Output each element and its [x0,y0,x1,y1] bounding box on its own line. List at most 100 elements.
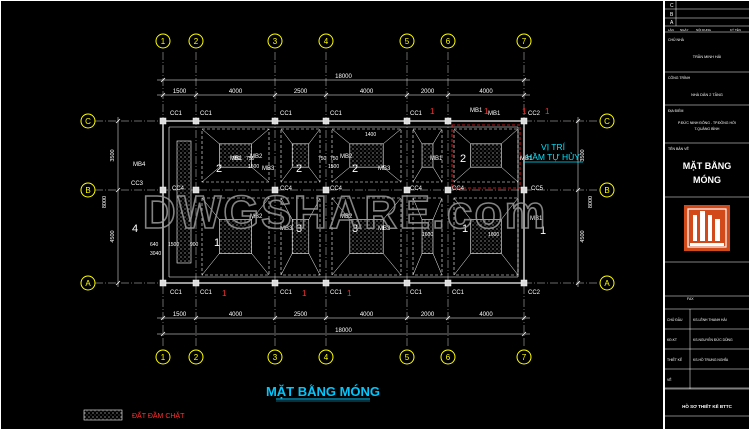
dim-tick [272,92,278,98]
staff-role: THIẾT KẾ [667,357,683,362]
column-marker [271,186,279,194]
column-marker [271,279,279,287]
beam-label: MB1 [430,156,443,162]
grid-bubble-top-circle [440,33,456,49]
pad-slope [432,128,443,144]
dim-tick [404,315,410,321]
grid-bubble-bottom-label: 1 [161,353,166,362]
footing-label: CC1 [410,290,423,296]
dim-label: 2500 [294,312,308,318]
beam-label: MB1 [520,156,533,162]
column-marker [192,279,200,287]
beam-label: MB2 [340,154,353,160]
beam-label: MB3 [280,226,293,232]
sheet-name-line-2: MÓNG [693,174,721,185]
hatched-footing-core [470,219,502,254]
dim-tick [193,92,199,98]
grid-bubble-bottom-label: 2 [194,353,199,362]
dim-tick [521,92,527,98]
hatched-footing-core [219,219,252,254]
pad-slope [280,128,293,144]
pad-slope [308,253,321,276]
hatched-footing-core [421,143,434,168]
pad-slope [412,167,423,183]
column-marker [444,279,452,287]
title-block-footer: HỒ SƠ THIẾT KẾ BTTC [682,403,733,409]
column-marker [192,117,200,125]
pad-slope [308,128,321,144]
footing-label: CC4 [330,186,343,192]
watermark-text: DWGSHARE.com [143,186,548,238]
small-dim: 1500 [248,164,259,170]
pad-slope [251,128,270,145]
footing-label: CC1 [330,111,343,117]
dim-tick [521,315,527,321]
column-marker [322,186,330,194]
column-marker [271,117,279,125]
beam-label: MB1 [230,156,243,162]
dim-tick [115,187,121,193]
beam-label: MB3 [378,226,391,232]
bay-number: 1 [462,223,468,235]
grid-bubble-right-label: C [604,117,610,126]
dim-tick [445,315,451,321]
dim-tick [323,92,329,98]
pad-slope [280,167,293,183]
grid-bubble-top-label: 6 [446,37,451,46]
project-name: NHÀ DÂN 2 TẦNG [691,92,723,97]
small-dim: 1600 [422,232,433,238]
grid-bubble-bottom-label: 6 [446,353,451,362]
small-dim: 1500 [328,164,339,170]
footing-label: CC1 [410,111,423,117]
column-marker [159,279,167,287]
grid-bubble-top-label: 5 [405,37,410,46]
owner-name: TRẦN MINH HẢI [693,54,721,59]
dim-tick [193,315,199,321]
pad-slope [331,197,351,220]
grid-bubble-top-label: 4 [324,37,329,46]
grid-bubble-top-label: 2 [194,37,199,46]
column-marker [520,186,528,194]
hatched-footing-core [291,219,310,254]
strip-footing-left [176,140,192,264]
beam-label: MB2 [340,214,353,220]
grid-bubble-top-circle [399,33,415,49]
pad-slope [501,197,519,220]
footing-label: CC4 [172,186,185,192]
hatched-footing-core [421,219,434,254]
dim-tick [404,92,410,98]
pad-slope [501,128,519,145]
grid-bubble-right-label: B [604,186,609,195]
column-marker [192,186,200,194]
pad-slope [432,167,443,183]
beam-label: MB1 [470,108,483,114]
footing-label: CC1 [200,290,213,296]
project-label: CÔNG TRÌNH [668,75,691,80]
small-dim: 750 [330,156,339,162]
owner-label: CHỦ NHÀ [668,37,685,42]
bay-number: 3 [352,223,358,235]
footing-number-red: 1 [347,289,352,298]
grid-bubble-left-circle [80,182,96,198]
footing-label: CC1 [280,290,293,296]
footing-label: CC4 [280,186,293,192]
dim-label: 2000 [421,312,435,318]
dim-label-v: 3500 [580,149,586,161]
footing-label: CC1 [330,290,343,296]
location-line-1: P.ĐỨC NINH ĐÔNG - TP.ĐỒNG HỚI [678,120,736,125]
bay-number: 4 [132,223,138,235]
rev-header-2: NGÀY [680,28,689,32]
footing-label: CC4 [452,186,465,192]
dim-tick [115,118,121,124]
pad-slope [432,253,443,276]
dim-label: 4000 [360,89,374,95]
annotation-line-1: VỊ TRÍ [541,142,566,152]
overall-dim-label: 18000 [335,74,352,80]
pad-slope [453,197,471,220]
footing-label: CC5 [531,186,544,192]
rev-header-1: LẦN [668,28,674,32]
